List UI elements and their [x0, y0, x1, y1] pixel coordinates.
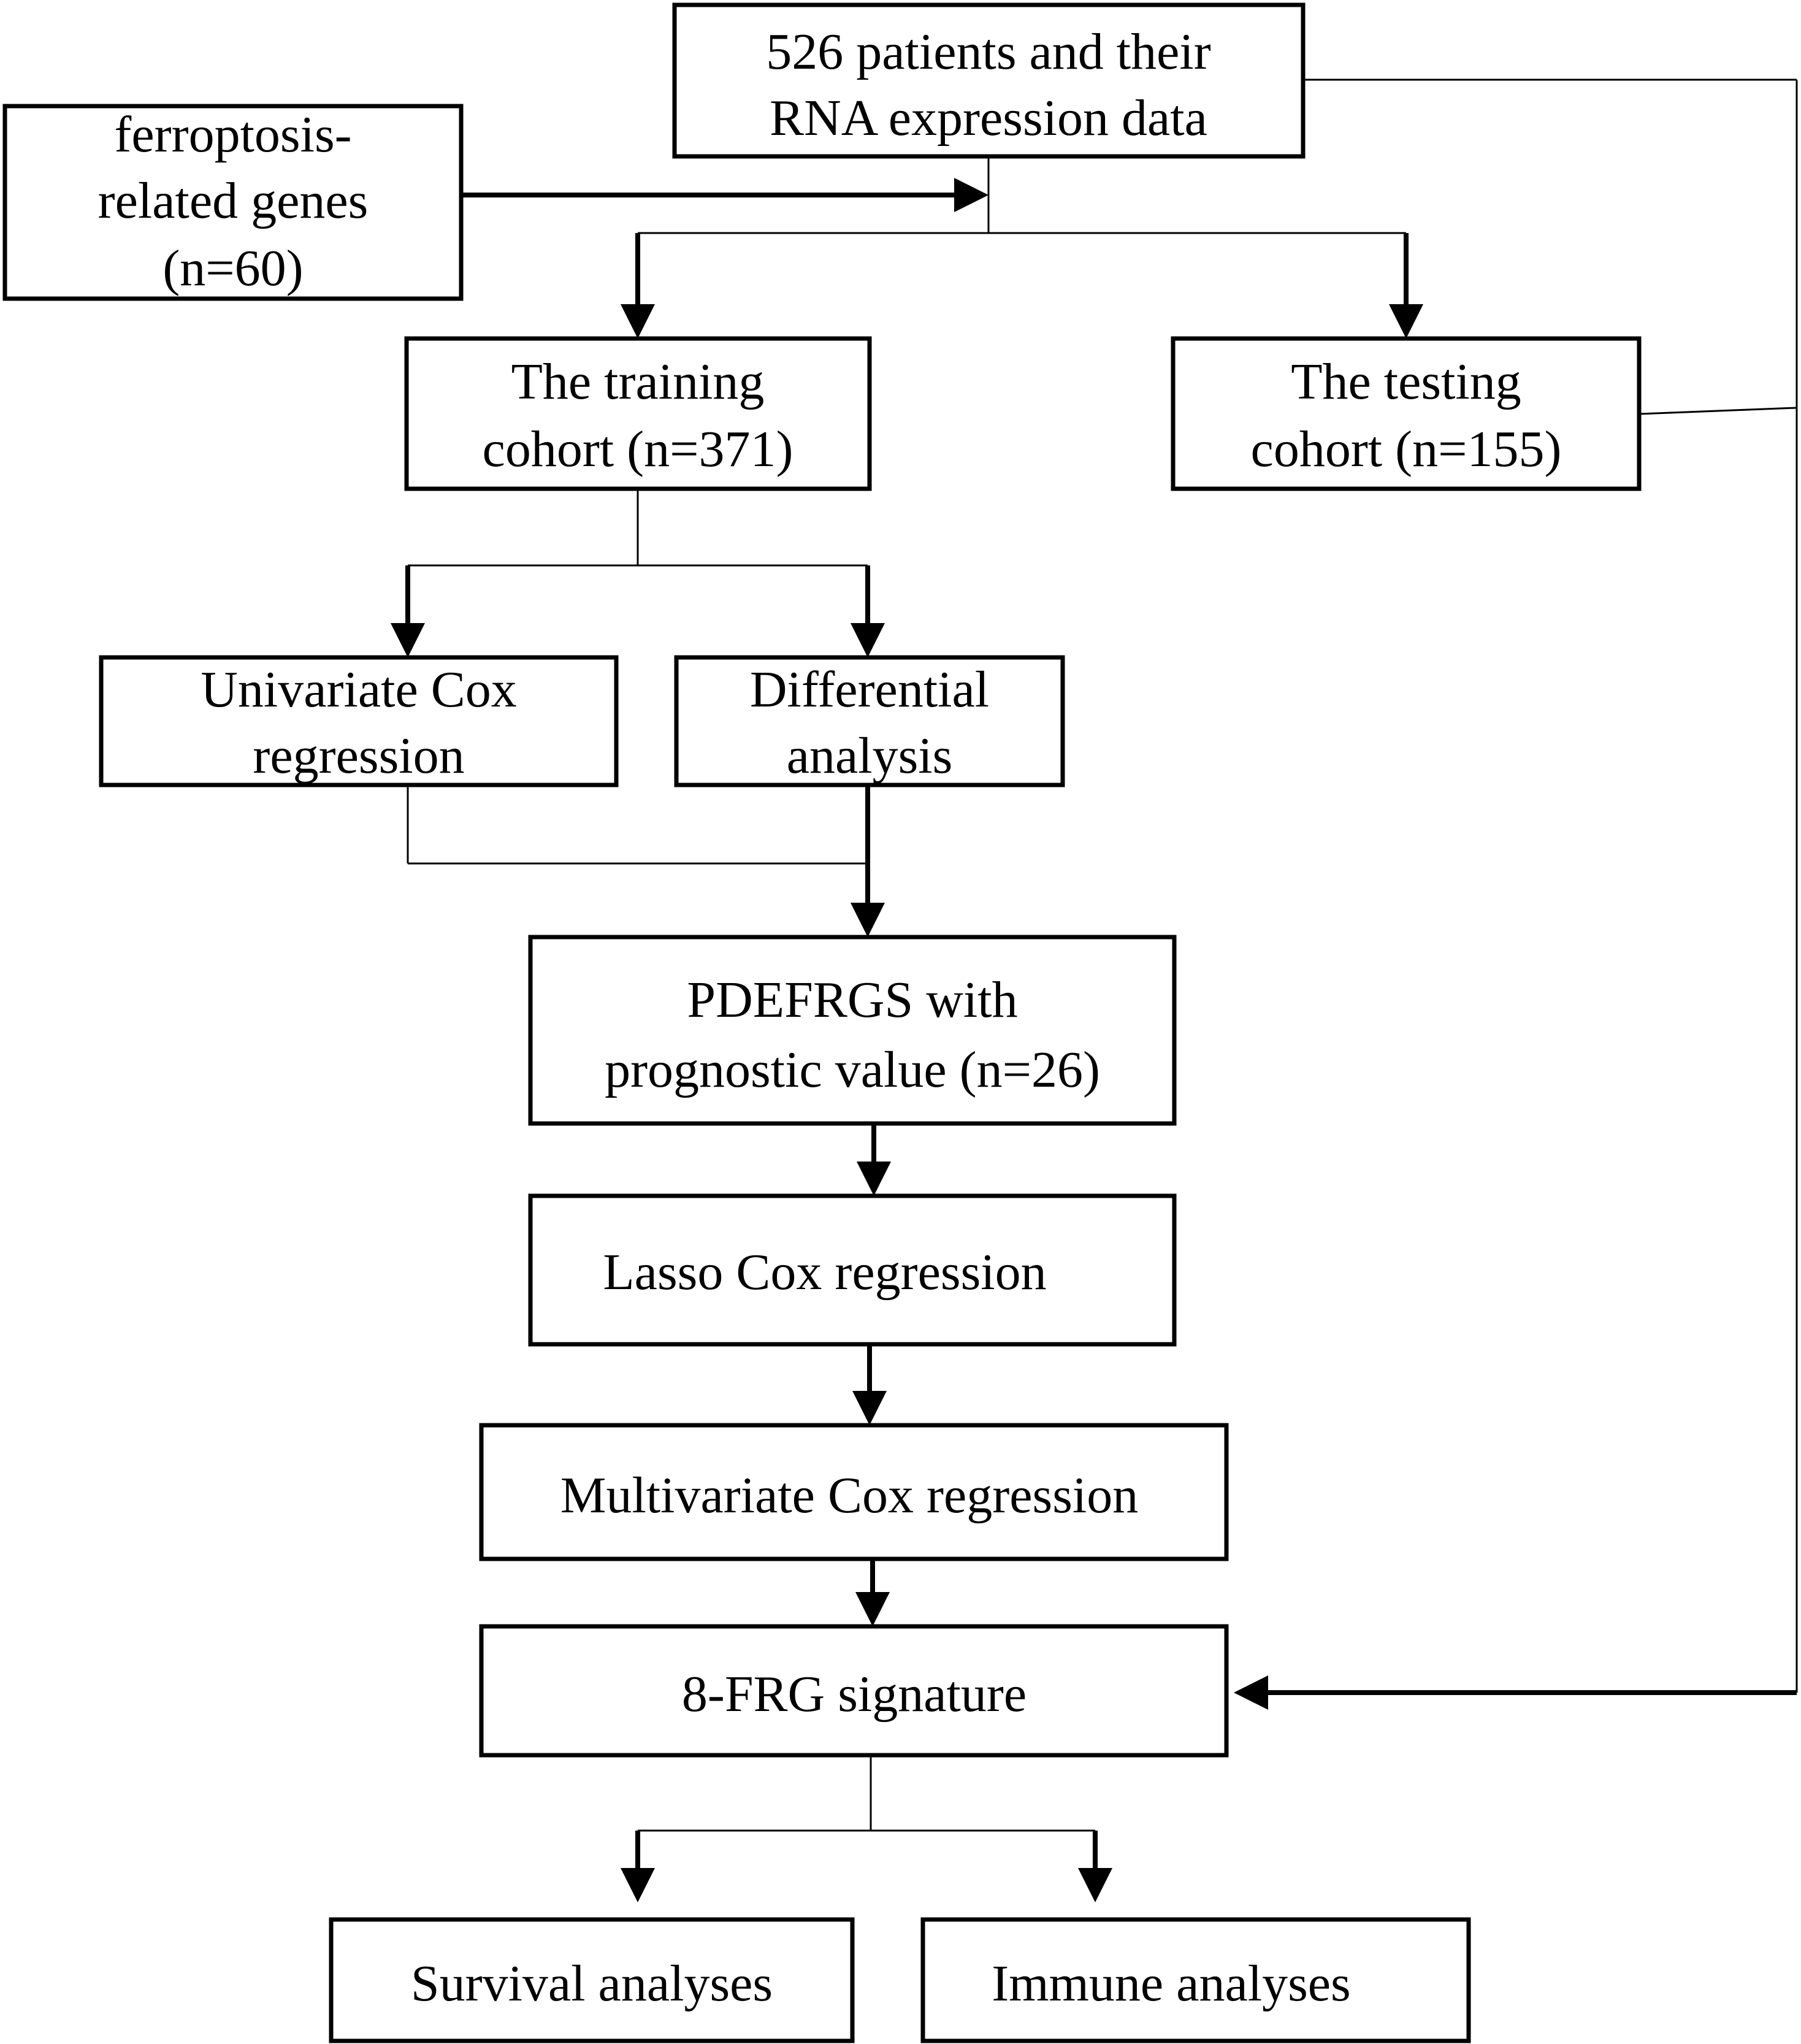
label-ferroptosis: (n=60) — [163, 240, 303, 297]
box-signature — [479, 1624, 1229, 1758]
node-multivariate: Multivariate Cox regression — [479, 1423, 1229, 1561]
connectors — [391, 78, 1798, 1902]
arrowhead-training — [621, 304, 655, 339]
arrowhead-pdefrgs — [851, 903, 885, 937]
label-ferroptosis: related genes — [98, 172, 369, 229]
node-lasso: Lasso Cox regression — [528, 1193, 1177, 1347]
label-training: The training — [511, 353, 765, 410]
box-patients — [672, 2, 1306, 159]
connector-testing-right — [1638, 407, 1797, 415]
label-pdefrgs: prognostic value (n=26) — [605, 1041, 1100, 1098]
arrowhead-differential — [851, 623, 885, 657]
box-multivariate — [479, 1423, 1229, 1561]
node-pdefrgs: PDEFRGS with prognostic value (n=26) — [528, 935, 1177, 1126]
arrowhead-survival — [621, 1868, 655, 1902]
node-training: The training cohort (n=371) — [404, 336, 872, 491]
arrowhead-univariate — [391, 623, 425, 657]
arrowhead-multivariate — [852, 1391, 887, 1425]
node-univariate: Univariate Cox regression — [99, 655, 619, 787]
arrowhead-ferroptosis — [954, 178, 988, 212]
node-immune: Immune analyses — [920, 1917, 1471, 2043]
label-lasso: Lasso Cox regression — [603, 1244, 1046, 1301]
node-differential: Differential analysis — [674, 655, 1065, 787]
arrowhead-testing — [1389, 304, 1423, 339]
label-testing: cohort (n=155) — [1251, 421, 1562, 478]
node-survival: Survival analyses — [329, 1917, 855, 2043]
label-survival: Survival analyses — [411, 1955, 773, 2012]
node-ferroptosis: ferroptosis- related genes (n=60) — [2, 104, 464, 301]
label-testing: The testing — [1291, 353, 1521, 410]
label-training: cohort (n=371) — [483, 421, 793, 478]
node-testing: The testing cohort (n=155) — [1171, 336, 1642, 491]
label-pdefrgs: PDEFRGS with — [687, 971, 1017, 1028]
box-lasso — [528, 1193, 1177, 1347]
arrowhead-signature — [855, 1592, 890, 1626]
arrowhead-immune — [1078, 1868, 1112, 1902]
label-univariate: regression — [253, 727, 464, 784]
node-patients: 526 patients and their RNA expression da… — [672, 2, 1306, 159]
node-signature: 8-FRG signature — [479, 1624, 1229, 1758]
label-ferroptosis: ferroptosis- — [114, 106, 351, 163]
label-differential: analysis — [787, 727, 953, 784]
label-differential: Differential — [750, 661, 989, 718]
label-univariate: Univariate Cox — [201, 661, 517, 718]
arrowhead-lasso — [857, 1162, 891, 1196]
box-differential — [674, 655, 1065, 787]
box-ferroptosis — [2, 104, 464, 301]
label-immune: Immune analyses — [992, 1955, 1351, 2012]
box-training — [404, 336, 872, 491]
label-patients: 526 patients and their — [766, 23, 1211, 80]
box-survival — [329, 1917, 855, 2043]
box-testing — [1171, 336, 1642, 491]
arrowhead-signature-side — [1234, 1675, 1268, 1710]
label-signature: 8-FRG signature — [682, 1666, 1027, 1723]
box-immune — [920, 1917, 1471, 2043]
box-univariate — [99, 655, 619, 787]
label-patients: RNA expression data — [770, 90, 1207, 147]
box-pdefrgs — [528, 935, 1177, 1126]
label-multivariate: Multivariate Cox regression — [560, 1467, 1138, 1524]
